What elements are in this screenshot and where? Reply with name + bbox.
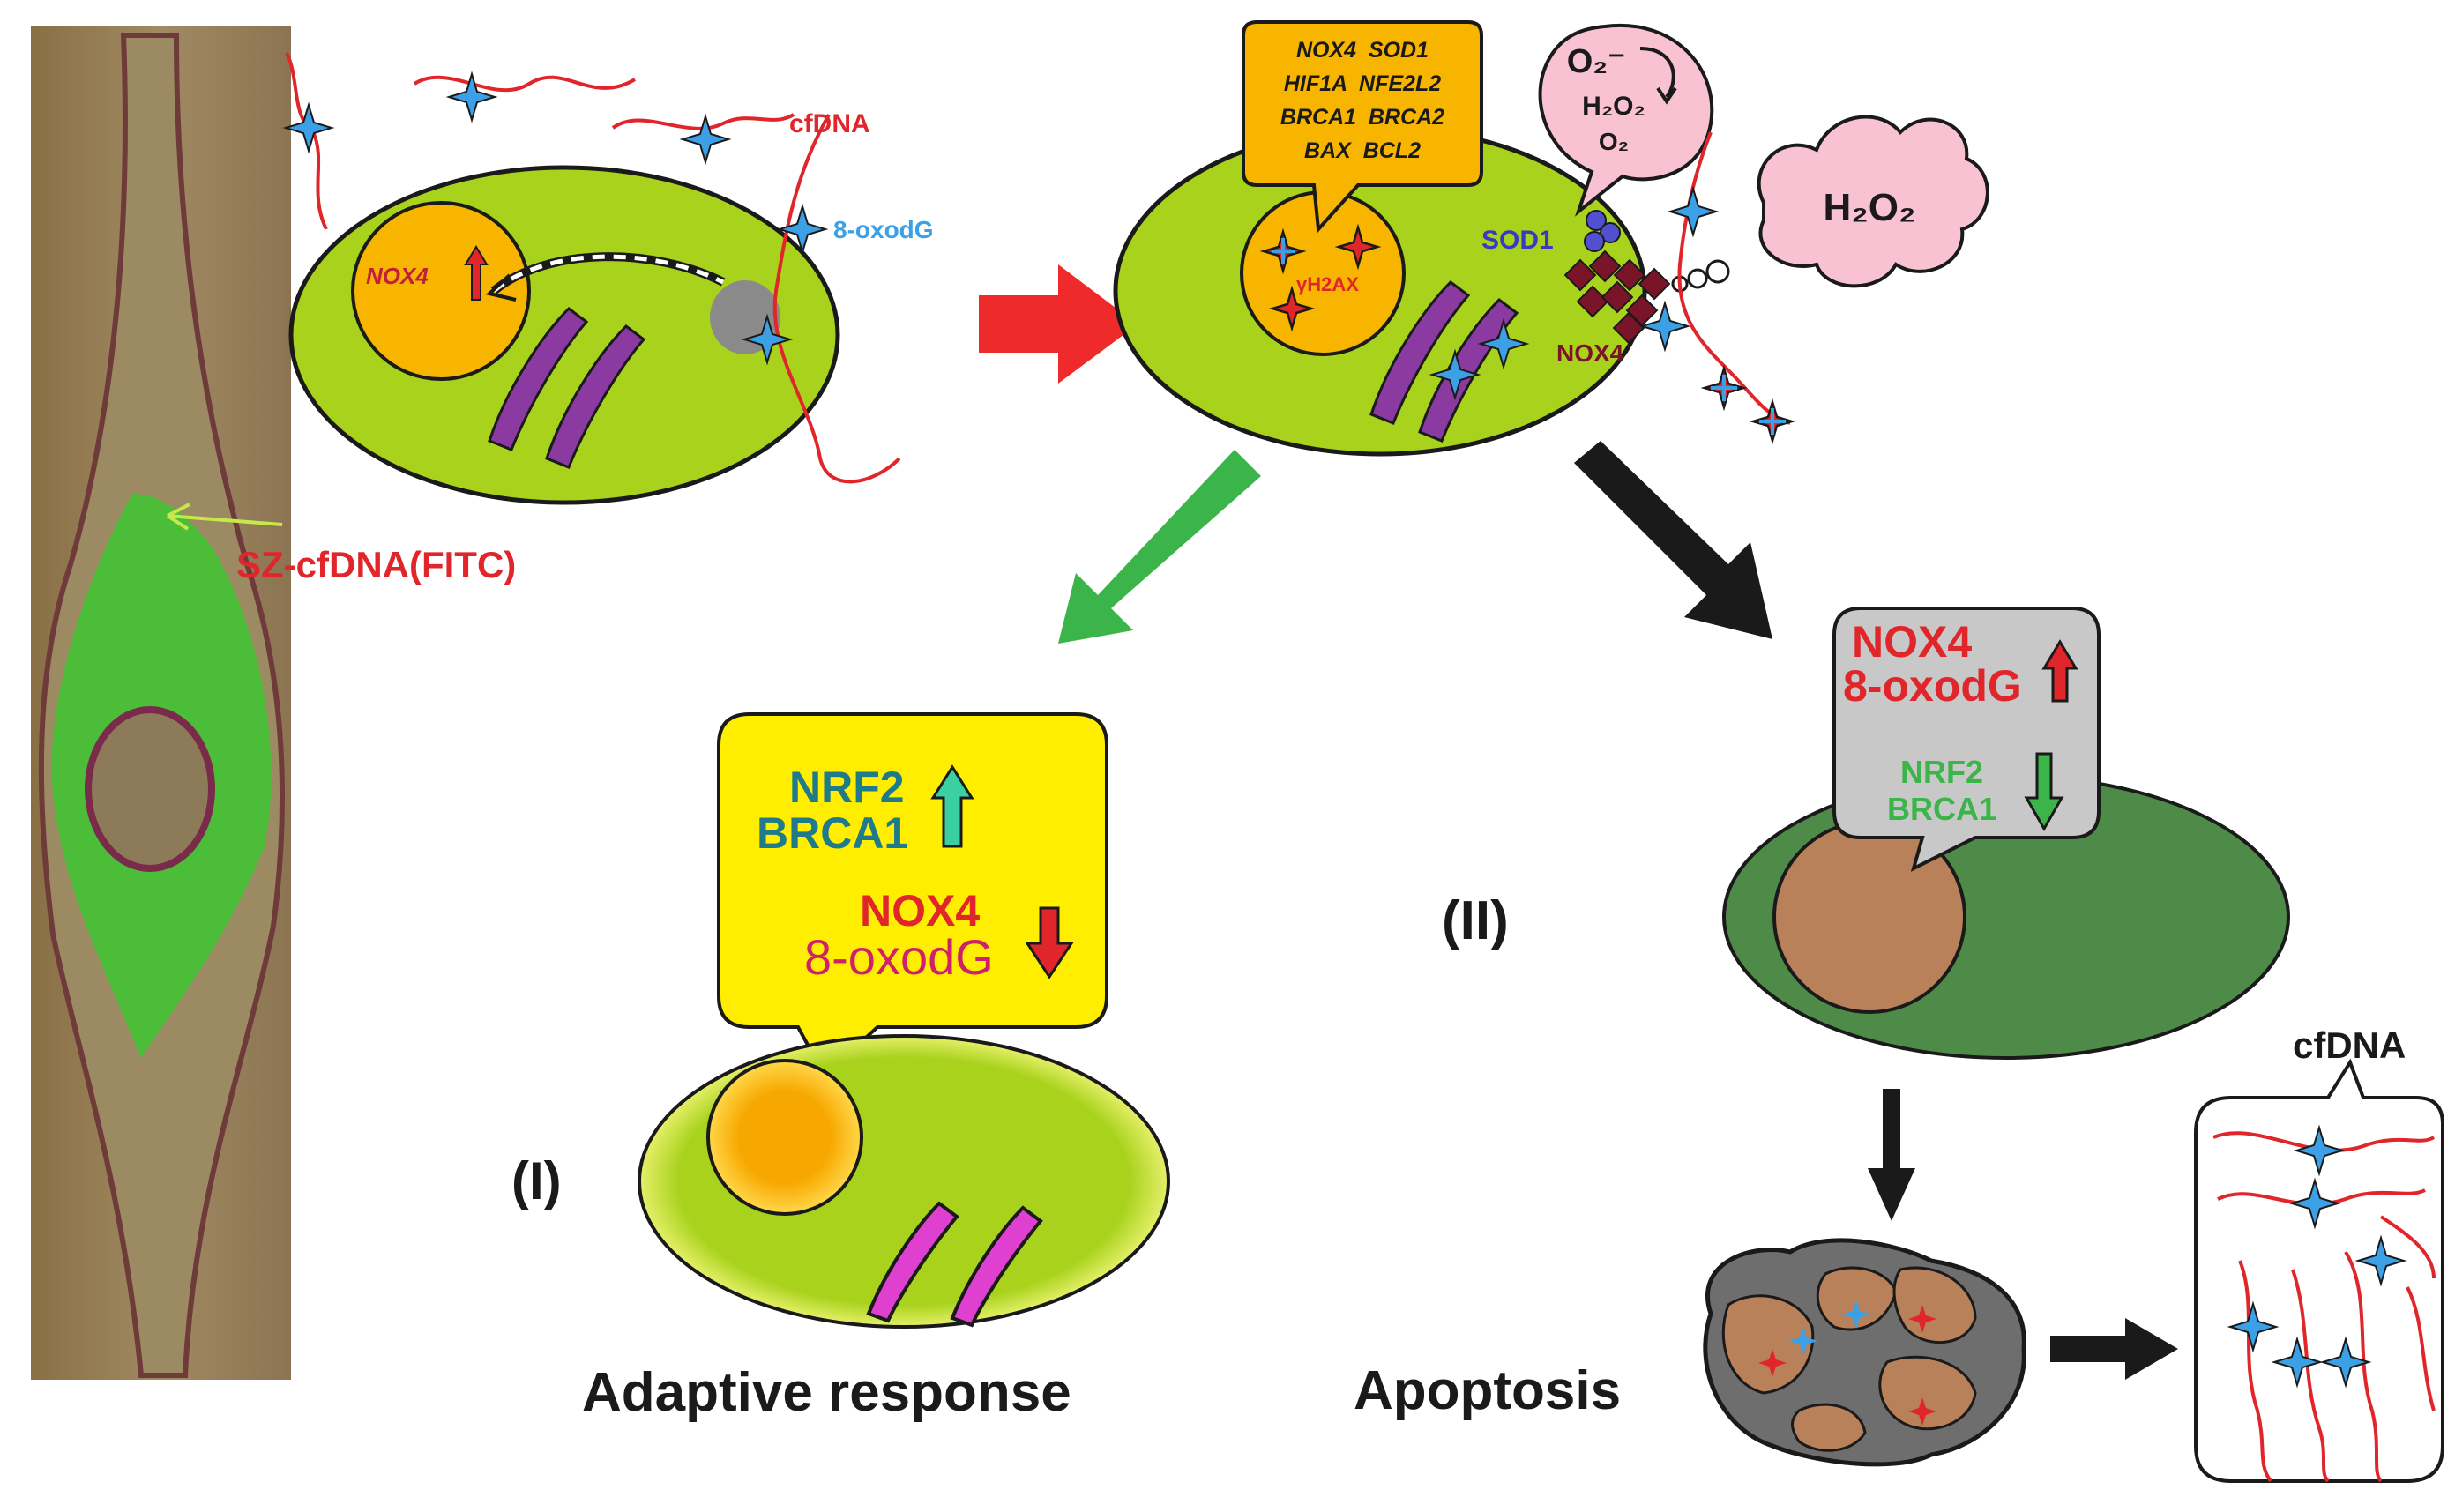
nuclear-fragment	[1791, 1403, 1867, 1452]
internalized-dna	[772, 114, 901, 484]
right-progress-arrow	[2050, 1318, 2178, 1380]
branch-down-line1: NRF2	[1900, 754, 1983, 790]
h2ax-label: γH2AX	[1296, 273, 1359, 295]
adaptive-up-line1: NRF2	[789, 763, 905, 812]
panel-top-right: γH2AX NOX4 SOD1 HIF1A NFE2L2 BRCA1 BRCA2…	[1113, 20, 1989, 457]
cfdna-label: cfDNA	[789, 109, 870, 138]
branch-marker: (II)	[1442, 890, 1509, 951]
gene-line: BAX BCL2	[1304, 138, 1421, 163]
cfdna-strand	[611, 113, 795, 130]
adaptive-down-line1: NOX4	[860, 886, 980, 935]
red-progress-arrow	[979, 264, 1138, 384]
h2o2-cloud	[1757, 115, 1989, 288]
ros-bubble	[1538, 23, 1714, 217]
green-progress-arrow	[1058, 450, 1261, 644]
branch-caption: Apoptosis	[1354, 1360, 1621, 1421]
micrograph-panel: SZ-cfDNA(FITC)	[31, 26, 516, 1380]
up-arrow-icon	[2041, 639, 2078, 703]
adaptive-caption: Adaptive response	[582, 1362, 1071, 1423]
sod1-label: SOD1	[1481, 226, 1554, 255]
gene-list: NOX4 SOD1 HIF1A NFE2L2 BRCA1 BRCA2 BAX B…	[1280, 38, 1444, 163]
nuclear-fragment	[1721, 1294, 1815, 1395]
branch-up-line1: NOX4	[1852, 617, 1972, 667]
nucleus	[351, 201, 531, 381]
oxodg-marker	[285, 104, 332, 152]
sod1-molecule	[1586, 210, 1607, 231]
panel-top-left: cfDNA NOX4 8-oxodG	[285, 52, 934, 505]
oxodg-label: 8-oxodG	[833, 216, 934, 243]
cfdna-strand	[413, 75, 637, 93]
gene-line: HIF1A NFE2L2	[1284, 71, 1441, 96]
sod1-molecule	[1600, 222, 1621, 243]
up-arrow-icon	[930, 764, 974, 848]
nucleus-gene-label: NOX4	[366, 263, 429, 289]
nox4-complex	[1563, 250, 1671, 345]
up-arrow-icon	[464, 245, 489, 301]
gene-line: NOX4 SOD1	[1296, 38, 1429, 63]
black-progress-arrow	[1574, 441, 1772, 639]
adaptive-nucleus	[706, 1059, 863, 1216]
nuclear-fragment	[1878, 1355, 1977, 1431]
adaptive-up-line2: BRCA1	[757, 808, 908, 858]
down-progress-arrow	[1868, 1089, 1915, 1221]
pointer-arrow	[167, 514, 283, 526]
gene-callout	[1242, 20, 1483, 234]
ros-superoxide: O₂⁻	[1567, 43, 1626, 80]
micrograph-label: SZ-cfDNA(FITC)	[236, 544, 516, 585]
ros-o2: O₂	[1599, 128, 1629, 155]
adaptive-marker: (I)	[511, 1151, 562, 1210]
sod1-molecule	[1584, 231, 1605, 252]
apoptotic-branch-panel: NOX4 8-oxodG NRF2 BRCA1 (II) Apoptosis c…	[1354, 607, 2444, 1483]
cfdna-box-label: cfDNA	[2293, 1024, 2406, 1066]
down-arrow-icon	[2024, 752, 2064, 832]
ros-h2o2: H₂O₂	[1582, 92, 1645, 121]
branch-up-line2: 8-oxodG	[1843, 661, 2022, 711]
cfdna-release-box	[2194, 1058, 2444, 1483]
adaptive-panel: NRF2 BRCA1 NOX4 8-oxodG (I) Adaptive res…	[511, 712, 1170, 1423]
cloud-label: H₂O₂	[1823, 186, 1915, 229]
nuclear-fragment	[1816, 1266, 1898, 1331]
adaptive-down-line2: 8-oxodG	[804, 929, 994, 985]
micrograph-nucleus	[85, 706, 215, 872]
down-arrow-icon	[1025, 906, 1074, 979]
nox4-label: NOX4	[1556, 339, 1624, 367]
gene-line: BRCA1 BRCA2	[1280, 105, 1444, 130]
nuclear-fragment	[1892, 1266, 1977, 1344]
branch-down-line2: BRCA1	[1887, 791, 1996, 827]
oxodg-marker	[1669, 188, 1717, 235]
